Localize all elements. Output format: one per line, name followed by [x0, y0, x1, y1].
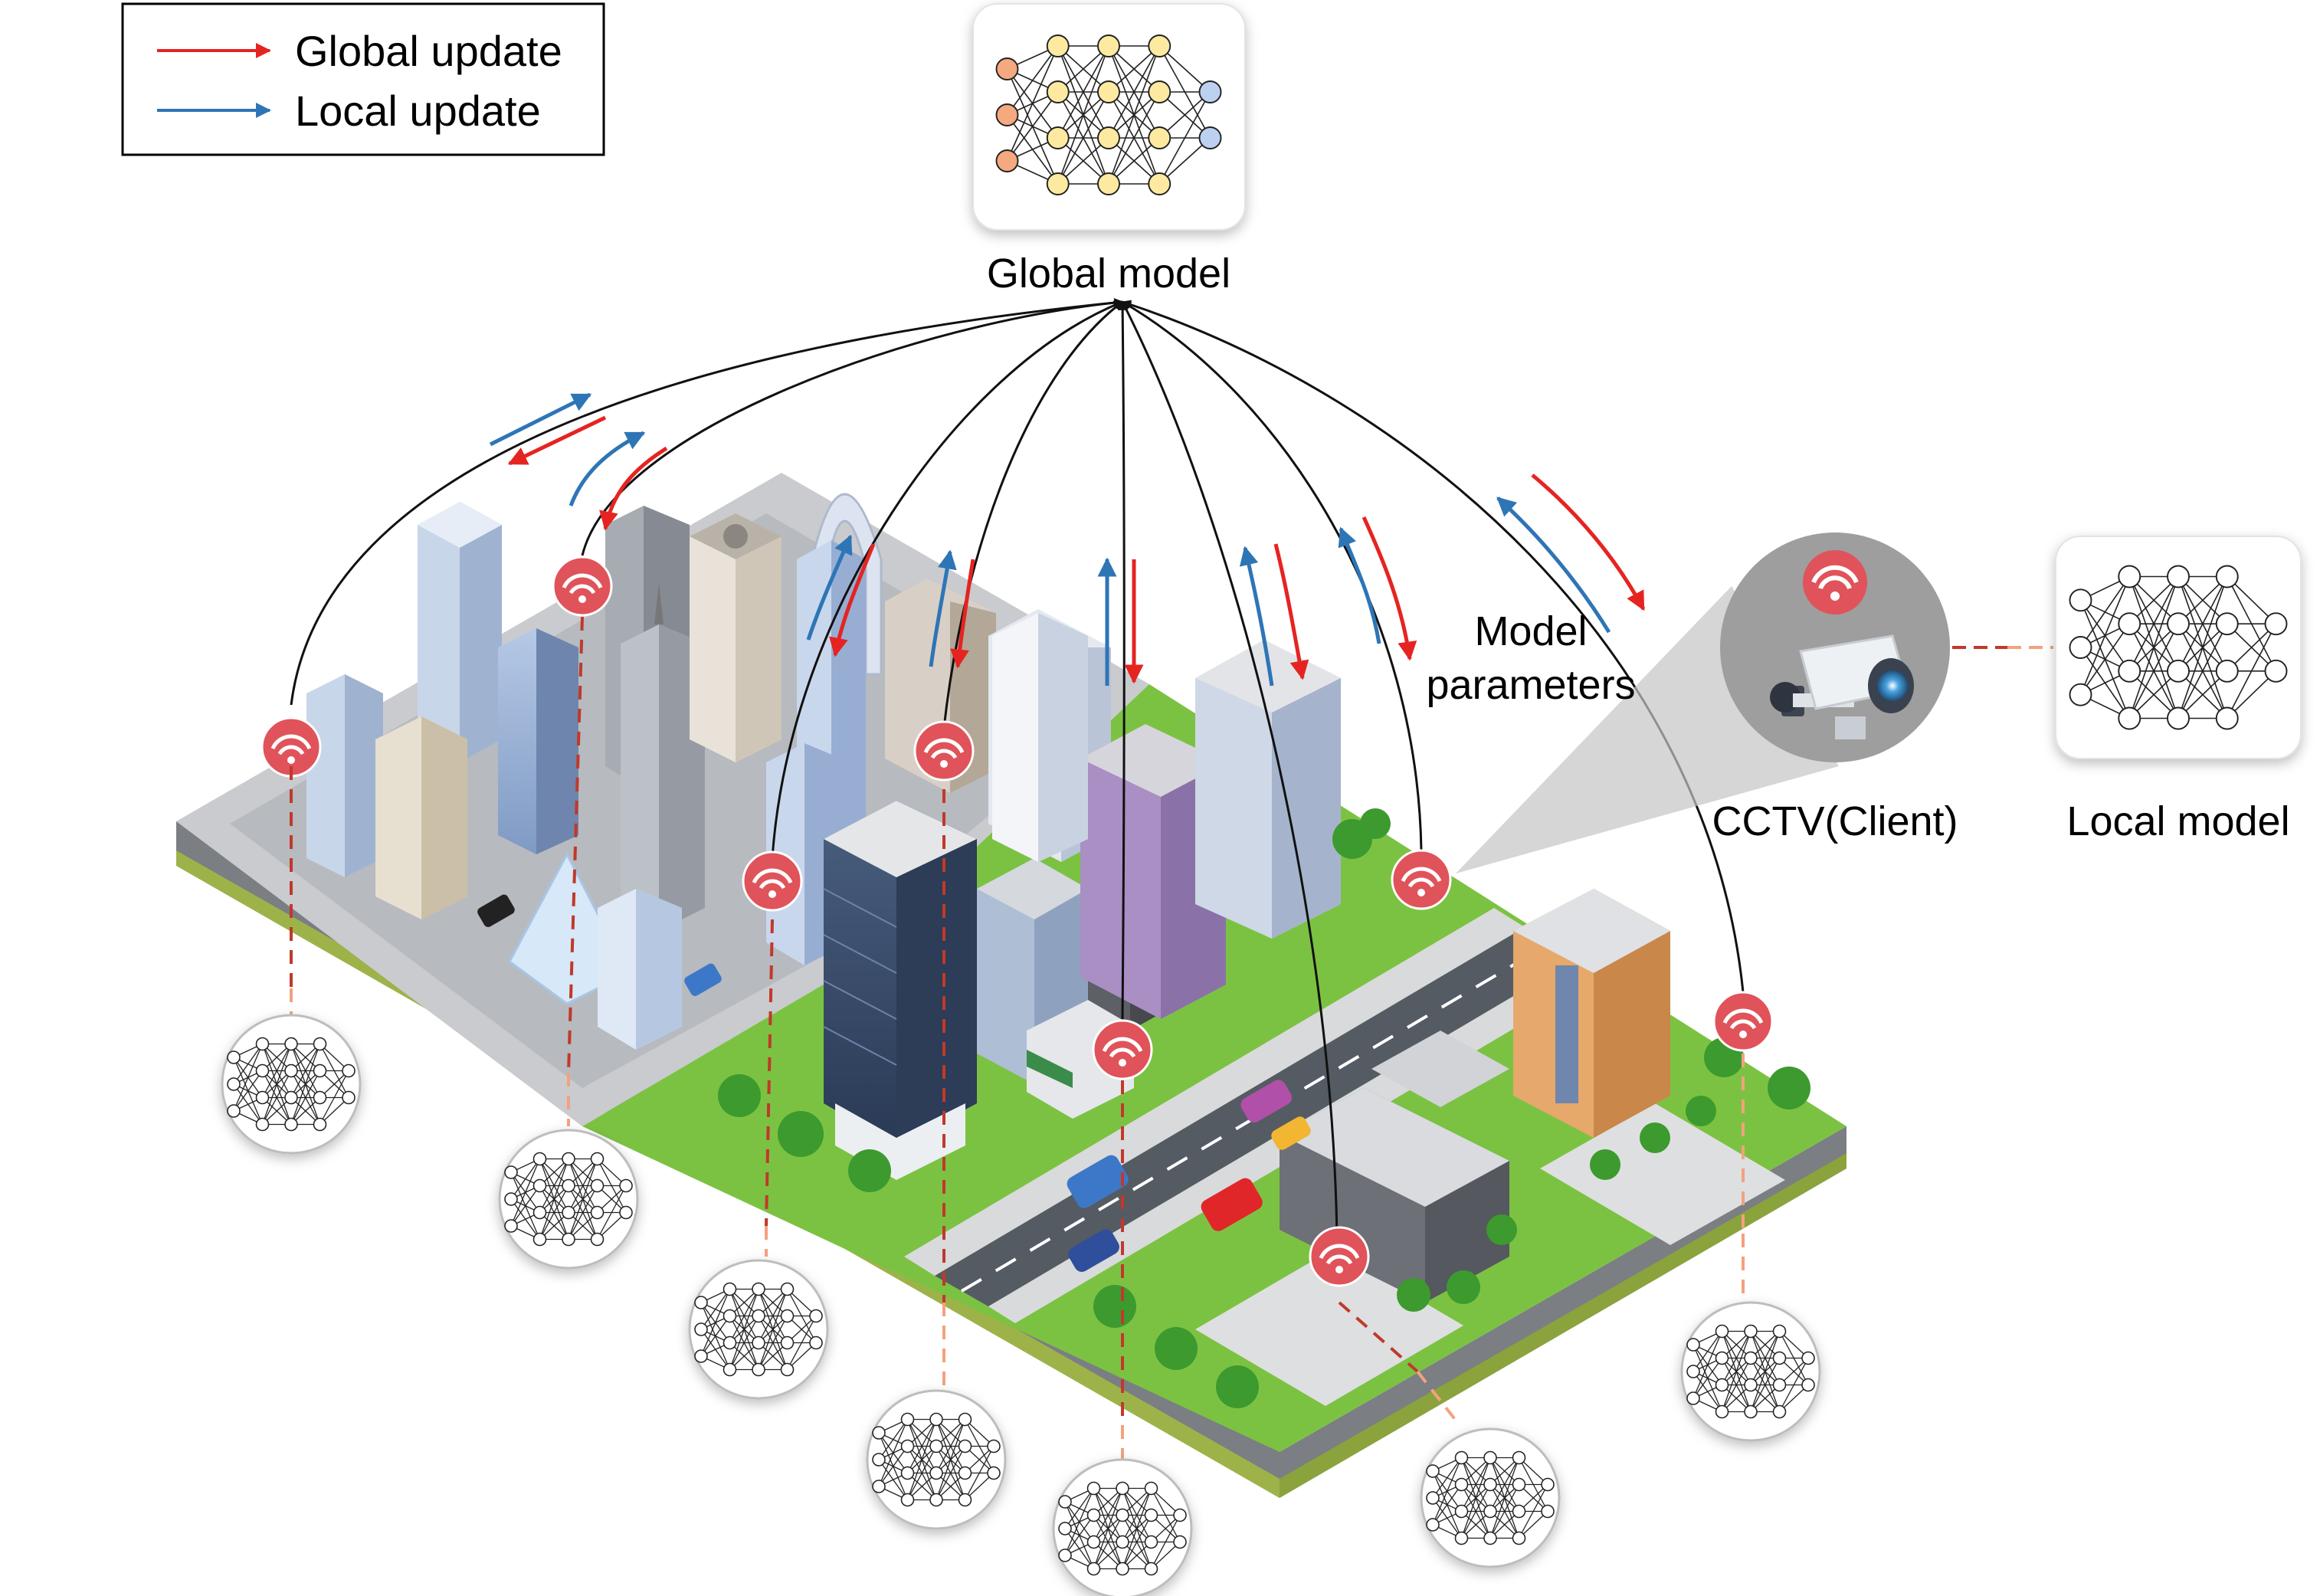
global-model-label: Global model: [987, 251, 1230, 297]
building: [690, 513, 782, 762]
building: [375, 716, 467, 919]
wifi-icon: [552, 555, 613, 617]
local-model-circle: [498, 1129, 639, 1270]
local-model-label: Local model: [2066, 798, 2289, 844]
cctv-camera-icon: [1770, 634, 1914, 739]
trees: [718, 808, 1810, 1408]
car: [1271, 1116, 1311, 1150]
wifi-icon: [913, 720, 975, 782]
neural-network-icon: [694, 1282, 823, 1377]
wifi-icon: [742, 850, 803, 912]
client-local-models: [221, 1014, 1821, 1596]
local-model-circle: [221, 1014, 362, 1155]
building: [1195, 640, 1341, 939]
client-markers: [261, 555, 1774, 1287]
city-buildings: [306, 493, 1670, 1303]
local-update-arrow-icon: [806, 534, 853, 641]
model-parameters-label-line1: Model: [1474, 608, 1587, 654]
car: [684, 963, 722, 996]
client-local-links: [290, 616, 1745, 1471]
global-model-card: [972, 3, 1246, 231]
local-update-arrow-icon: [929, 549, 957, 667]
local-update-arrow-icon: [1338, 526, 1381, 644]
local-update-arrow-icon: [489, 392, 592, 447]
global-update-arrow-icon: [599, 446, 668, 531]
local-model-card: [2055, 536, 2302, 759]
building: [306, 674, 383, 877]
neural-network-icon: [1058, 1481, 1187, 1576]
update-arrows: [489, 392, 1646, 687]
local-model-circle: [1420, 1427, 1561, 1568]
neural-network-icon: [872, 1412, 1001, 1507]
local-model-circle: [1680, 1301, 1821, 1442]
cctv-client-label: CCTV(Client): [1712, 798, 1958, 844]
wifi-icon: [1391, 849, 1452, 910]
neural-network-icon: [1686, 1324, 1815, 1419]
van: [1067, 1155, 1129, 1208]
global-update-arrow-icon: [1531, 474, 1646, 611]
building: [992, 613, 1088, 862]
car: [1068, 1229, 1119, 1272]
model-parameters-label-line2: parameters: [1426, 662, 1635, 708]
global-update-arrow-icon: [1273, 543, 1309, 680]
neural-network-icon: [227, 1037, 356, 1132]
neural-network-icon: [504, 1152, 633, 1247]
arch-tower: [811, 493, 883, 676]
wifi-icon: [261, 716, 322, 778]
legend: Global update Local update: [121, 2, 605, 156]
local-update-arrow-icon: [1239, 546, 1274, 687]
neural-network-icon: [1426, 1450, 1555, 1545]
cctv-zoom: [1456, 533, 2053, 873]
global-update-arrow-icon: [1362, 516, 1417, 661]
local-update-arrow-icon: [569, 431, 646, 506]
global-update-arrow-icon: [829, 543, 876, 657]
wifi-icon: [1092, 1019, 1153, 1080]
building: [498, 628, 578, 854]
vehicles: [477, 894, 1311, 1272]
neural-network-icon: [2069, 565, 2288, 730]
local-model-circle: [866, 1389, 1007, 1530]
model-transfer-arcs: [290, 298, 1745, 1242]
car: [1201, 1178, 1263, 1231]
wifi-icon: [1712, 991, 1774, 1052]
park-ground: [582, 684, 1846, 1452]
local-update-arrow-icon: [1496, 496, 1611, 634]
car: [1240, 1080, 1292, 1122]
dark-glass-tower: [823, 801, 977, 1180]
neural-network-icon: [995, 34, 1222, 195]
legend-local-update: Local update: [295, 87, 541, 135]
building: [598, 889, 682, 1050]
building: [418, 502, 502, 762]
global-update-arrow-icon: [507, 415, 607, 466]
global-update-arrow-icon: [950, 559, 975, 669]
car: [477, 894, 515, 927]
wifi-icon: [1309, 1226, 1370, 1287]
wifi-icon: [1803, 550, 1867, 614]
local-model-circle: [1052, 1458, 1193, 1596]
local-model-circle: [688, 1259, 829, 1400]
legend-global-update: Global update: [295, 27, 562, 75]
orange-building: [1513, 889, 1670, 1138]
